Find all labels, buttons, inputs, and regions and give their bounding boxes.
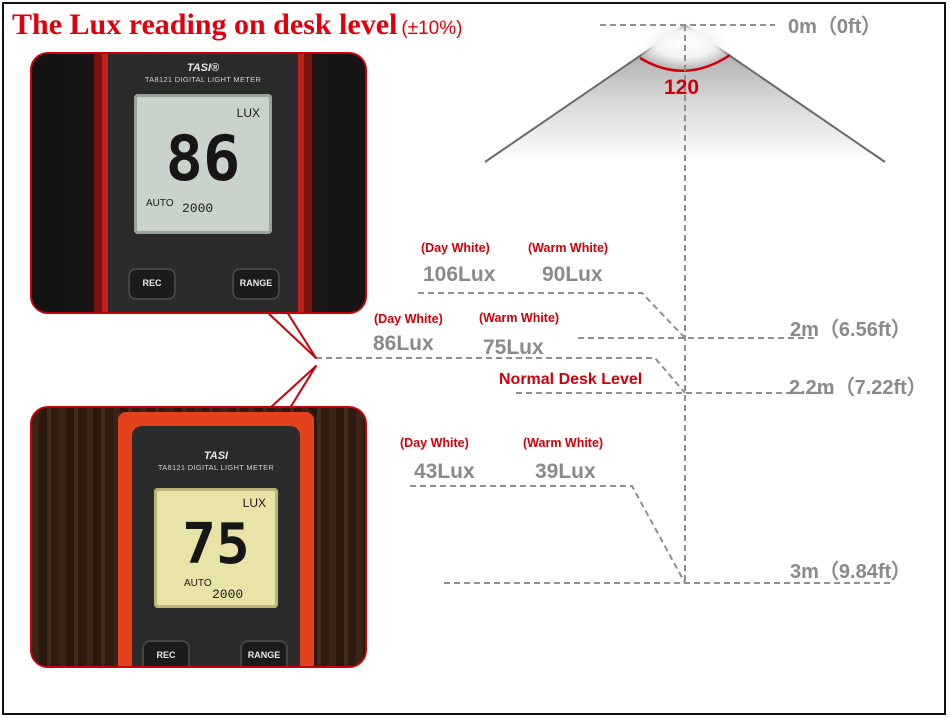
meter-unit: LUX: [242, 496, 266, 510]
tolerance-note: (±10%): [401, 18, 463, 39]
meter-reading: 86: [165, 122, 241, 195]
photo-light-meter-day-white: TASI® TA8121 DIGITAL LIGHT METER LUX 86 …: [30, 52, 367, 314]
photo-light-meter-warm-white: TASI TA8121 DIGITAL LIGHT METER LUX 75 A…: [30, 406, 367, 668]
warm-white-lux-2-2m: 75Lux: [483, 336, 544, 359]
meter-rec-button: REC: [142, 640, 190, 666]
meter-mode: AUTO: [184, 578, 212, 589]
distance-label-2-2m: 2.2m（7.22ft）: [789, 377, 927, 399]
normal-desk-level-label: Normal Desk Level: [499, 371, 643, 388]
meter-display: LUX 86 AUTO 2000: [134, 94, 272, 234]
meter-range-button: RANGE: [240, 640, 288, 666]
leader-line-2m: [418, 292, 686, 339]
meter-range: 2000: [212, 587, 244, 602]
meter-rec-button: REC: [128, 268, 176, 300]
page-title: The Lux reading on desk level(±10%): [12, 6, 462, 48]
meter-range-button: RANGE: [232, 268, 280, 300]
callout-pointer-top: [266, 311, 317, 359]
day-white-lux-2-2m: 86Lux: [373, 332, 434, 355]
meter-display: LUX 75 AUTO 2000: [154, 488, 278, 608]
light-meter-device: TASI® TA8121 DIGITAL LIGHT METER LUX 86 …: [108, 54, 298, 312]
beam-angle-label: 120: [664, 76, 700, 99]
callout-pointer-bottom: [269, 365, 317, 409]
day-white-tag-2m: (Day White): [421, 241, 490, 255]
meter-reading: 75: [182, 512, 250, 577]
distance-label-0m: 0m（0ft）: [788, 16, 882, 38]
leader-line-2-2m: [316, 357, 686, 394]
light-beam-cone: [485, 25, 885, 162]
meter-body: TASI TA8121 DIGITAL LIGHT METER LUX 75 A…: [132, 426, 300, 666]
day-white-lux-2m: 106Lux: [423, 263, 496, 286]
distance-label-3m: 3m（9.84ft）: [790, 561, 912, 583]
warm-white-tag-3m: (Warm White): [523, 436, 604, 450]
distance-label-2m: 2m（6.56ft）: [790, 319, 912, 341]
meter-model: TA8121 DIGITAL LIGHT METER: [144, 75, 262, 84]
meter-brand: TASI: [203, 450, 229, 462]
warm-white-lux-3m: 39Lux: [535, 460, 596, 483]
day-white-lux-3m: 43Lux: [414, 460, 475, 483]
light-meter-device: TASI TA8121 DIGITAL LIGHT METER LUX 75 A…: [118, 412, 314, 666]
warm-white-tag-2-2m: (Warm White): [479, 311, 560, 325]
day-white-tag-3m: (Day White): [400, 436, 469, 450]
meter-unit: LUX: [236, 106, 260, 120]
title-text: The Lux reading on desk level: [12, 8, 398, 41]
warm-white-tag-2m: (Warm White): [528, 241, 609, 255]
lamp-glow: [633, 20, 737, 68]
meter-mode: AUTO: [146, 198, 174, 209]
warm-white-lux-2m: 90Lux: [542, 263, 603, 286]
meter-range: 2000: [182, 201, 214, 216]
meter-brand: TASI®: [186, 62, 220, 74]
meter-model: TA8121 DIGITAL LIGHT METER: [157, 463, 275, 472]
leader-line-3m: [410, 485, 686, 584]
day-white-tag-2-2m: (Day White): [374, 312, 443, 326]
